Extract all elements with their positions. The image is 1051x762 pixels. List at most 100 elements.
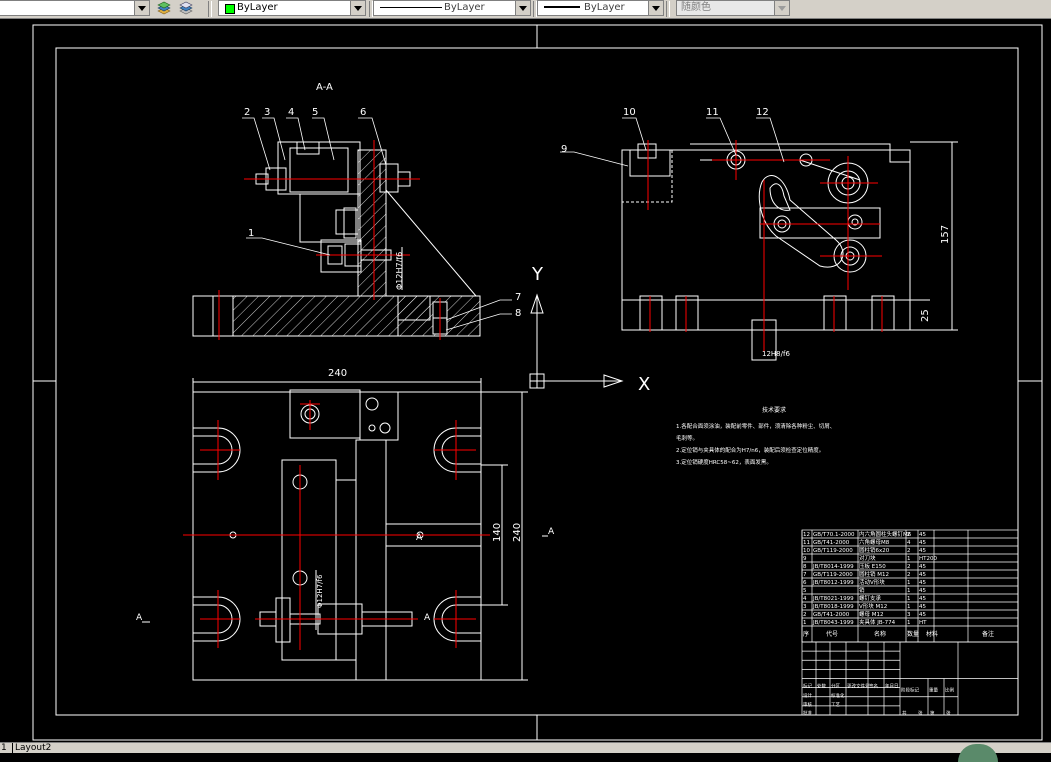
balloon-labels-left: 2 3 4 5 6 1 7 8 bbox=[244, 107, 521, 319]
sheet-center-marks bbox=[33, 25, 1042, 740]
linetype-preview bbox=[380, 7, 442, 8]
top-view-centerlines bbox=[183, 400, 490, 650]
section-title-aa: A-A bbox=[316, 82, 333, 93]
parts-row-qty: 1 bbox=[907, 588, 911, 594]
parts-row-qty: 3 bbox=[907, 612, 911, 618]
color-value: ByLayer bbox=[237, 2, 278, 13]
parts-row-no: 6 bbox=[803, 580, 807, 586]
lineweight-combo[interactable]: ByLayer bbox=[537, 0, 664, 16]
parts-row-qty: 1 bbox=[907, 620, 911, 626]
parts-row-no: 5 bbox=[803, 588, 807, 594]
balloon-leaders-left bbox=[242, 117, 512, 331]
toolbar-separator bbox=[666, 1, 670, 17]
dim-157: 157 bbox=[940, 225, 951, 244]
layer-stack-icon[interactable] bbox=[156, 1, 172, 16]
chevron-down-icon[interactable] bbox=[134, 1, 149, 15]
title-block-label: 年月日 bbox=[885, 682, 899, 689]
parts-row-material: 45 bbox=[919, 532, 926, 538]
section-mark-a-far: A bbox=[548, 527, 555, 537]
notes-body: 1.各配合面须涂油，装配前零件、部件，须清除各种粉尘、切屑、 毛刺等。 2.定位… bbox=[676, 422, 835, 466]
parts-row-qty: 1 bbox=[907, 580, 911, 586]
parts-row-code: JB/T8018-1999 bbox=[812, 604, 854, 610]
parts-row-material: 45 bbox=[919, 588, 926, 594]
parts-row-material: 45 bbox=[919, 572, 926, 578]
parts-row-name: 螺钉支承 bbox=[859, 594, 882, 602]
toolbar-separator bbox=[208, 1, 212, 17]
balloon-7: 7 bbox=[515, 292, 521, 303]
parts-row-name: 活动V形块 bbox=[859, 578, 885, 586]
parts-row-name: V形块 M12 bbox=[859, 602, 887, 610]
balloon-6: 6 bbox=[360, 107, 366, 118]
drawing-canvas[interactable]: Y X bbox=[0, 19, 1051, 742]
lineweight-preview bbox=[544, 6, 580, 8]
parts-row-no: 10 bbox=[803, 548, 810, 554]
chevron-down-icon[interactable] bbox=[350, 1, 365, 15]
layer-previous-icon[interactable] bbox=[178, 1, 194, 16]
title-block-label: 分区 bbox=[831, 682, 840, 689]
title-block-label: 阶段标记 bbox=[901, 687, 919, 694]
balloon-8: 8 bbox=[515, 308, 521, 319]
color-combo[interactable]: ByLayer bbox=[218, 0, 366, 16]
layer-combo[interactable] bbox=[0, 0, 150, 16]
parts-row-material: 45 bbox=[919, 540, 926, 546]
parts-header-name: 名称 bbox=[874, 630, 886, 638]
parts-header-material: 材料 bbox=[926, 630, 938, 638]
dim-140: 140 bbox=[492, 523, 503, 542]
parts-header-no: 序 bbox=[803, 630, 809, 638]
balloon-labels-right: 10 11 12 9 bbox=[561, 107, 769, 155]
title-block-label: 处数 bbox=[817, 682, 826, 689]
properties-toolbar: ByLayer ByLayer ByLayer 随颜色 bbox=[0, 0, 1051, 19]
linetype-value: ByLayer bbox=[444, 2, 485, 13]
linetype-combo[interactable]: ByLayer bbox=[373, 0, 531, 16]
parts-row-no: 2 bbox=[803, 612, 807, 618]
parts-row-no: 4 bbox=[803, 596, 807, 602]
parts-row-material: 45 bbox=[919, 612, 926, 618]
note-line-4: 3.定位销硬度HRC58~62，表面发黑。 bbox=[676, 458, 772, 466]
title-block-label: 共 bbox=[902, 709, 907, 716]
parts-header-qty: 数量 bbox=[907, 630, 919, 638]
balloon-leaders-right bbox=[560, 117, 785, 167]
parts-row-qty: 1 bbox=[907, 604, 911, 610]
parts-row-material: 45 bbox=[919, 596, 926, 602]
layout-tab-bar: 1 Layout2 bbox=[0, 742, 1051, 753]
chevron-down-icon[interactable] bbox=[648, 1, 663, 15]
parts-row-no: 7 bbox=[803, 572, 807, 578]
balloon-11: 11 bbox=[706, 107, 719, 118]
title-block-label: 张 bbox=[918, 709, 923, 716]
chevron-down-icon[interactable] bbox=[515, 1, 530, 15]
balloon-12: 12 bbox=[756, 107, 769, 118]
ucs-icon bbox=[529, 293, 624, 389]
parts-row-no: 3 bbox=[803, 604, 807, 610]
note-line-1: 1.各配合面须涂油，装配前零件、部件，须清除各种粉尘、切屑、 bbox=[676, 422, 835, 430]
toolbar-separator bbox=[533, 1, 537, 17]
phi-fit-label-aa: Φ12H7/f6 bbox=[395, 252, 404, 290]
parts-row-code: GB/T41-2000 bbox=[813, 612, 850, 618]
chevron-down-icon[interactable] bbox=[774, 1, 789, 15]
color-swatch bbox=[225, 4, 235, 14]
plotstyle-combo[interactable]: 随颜色 bbox=[676, 0, 790, 16]
dim-width-240: 240 bbox=[328, 368, 347, 379]
parts-row-code: GB/T70.1-2000 bbox=[813, 532, 855, 538]
parts-row-code: GB/T119-2000 bbox=[813, 548, 853, 554]
title-block-label: 比例 bbox=[945, 687, 954, 694]
note-line-3: 2.定位销与夹具体的配合为H7/n6，装配后须检查定位精度。 bbox=[676, 446, 824, 454]
tab-layout1[interactable]: 1 bbox=[1, 743, 7, 753]
parts-row-material: 45 bbox=[919, 604, 926, 610]
title-block-label: 工艺 bbox=[831, 702, 840, 708]
note-line-2: 毛刺等。 bbox=[676, 434, 698, 442]
parts-row-code: JB/T8014-1999 bbox=[812, 564, 854, 570]
title-block-label: 第 bbox=[930, 709, 935, 716]
section-mark-a-right: A bbox=[424, 613, 431, 623]
title-block-label: 标准化 bbox=[831, 692, 845, 699]
balloon-3: 3 bbox=[264, 107, 270, 118]
axis-y-label: Y bbox=[531, 264, 544, 285]
tab-layout2[interactable]: Layout2 bbox=[12, 743, 51, 753]
parts-row-material: HT bbox=[919, 620, 927, 626]
parts-row-code: GB/T119-2000 bbox=[813, 572, 853, 578]
parts-row-name: 内六角圆柱头螺钉M6 bbox=[859, 530, 912, 538]
title-block-label: 签名 bbox=[869, 682, 878, 689]
parts-row-qty: 2 bbox=[907, 572, 911, 578]
title-block-label: 张 bbox=[946, 709, 951, 716]
dim-height-240: 240 bbox=[512, 523, 523, 542]
